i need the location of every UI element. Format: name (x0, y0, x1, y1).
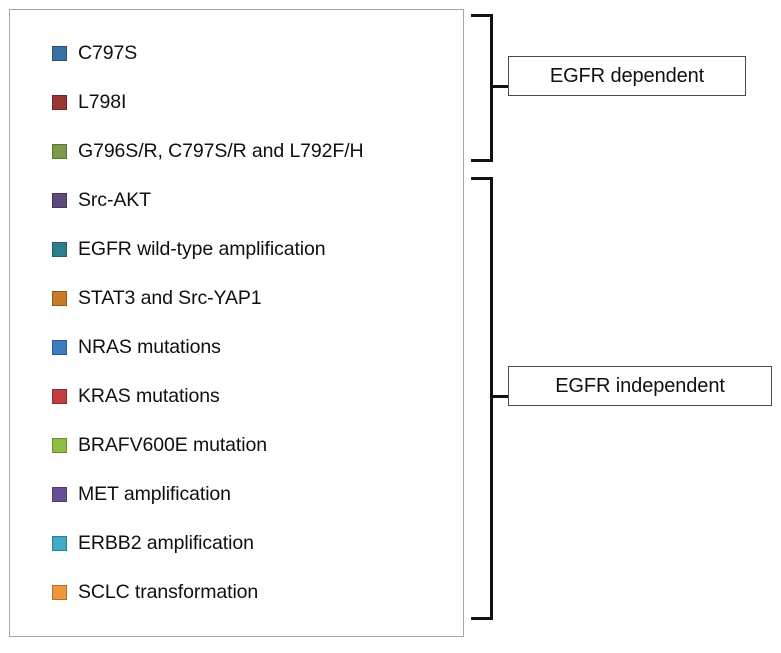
legend-item-label: L798I (78, 91, 127, 113)
legend-swatch-icon (52, 486, 67, 502)
legend-item-c797s: C797S (52, 41, 137, 65)
bracket-egfr-dependent-icon (471, 14, 493, 162)
legend-swatch-icon (52, 241, 67, 257)
legend-panel: C797S L798I G796S/R, C797S/R and L792F/H… (9, 9, 464, 637)
legend-item-erbb2-amplification: ERBB2 amplification (52, 531, 254, 555)
legend-item-sclc-transformation: SCLC transformation (52, 580, 258, 604)
legend-item-label: ERBB2 amplification (78, 532, 254, 554)
legend-item-label: SCLC transformation (78, 581, 259, 603)
legend-item-egfr-wild-type-amplification: EGFR wild-type amplification (52, 237, 326, 261)
legend-item-kras-mutations: KRAS mutations (52, 384, 220, 408)
legend-item-label: NRAS mutations (78, 336, 221, 358)
legend-swatch-icon (52, 535, 67, 551)
legend-swatch-icon (52, 339, 67, 355)
legend-item-label: EGFR wild-type amplification (78, 238, 326, 260)
legend-item-src-akt: Src-AKT (52, 188, 151, 212)
group-box-egfr-independent: EGFR independent (508, 366, 772, 406)
legend-swatch-icon (52, 437, 67, 453)
bracket-stem-egfr-independent-icon (491, 395, 510, 399)
legend-item-label: Src-AKT (78, 189, 151, 211)
legend-item-label: G796S/R, C797S/R and L792F/H (78, 140, 364, 162)
group-box-egfr-dependent: EGFR dependent (508, 56, 746, 96)
legend-item-met-amplification: MET amplification (52, 482, 231, 506)
legend-item-label: C797S (78, 42, 138, 64)
legend-swatch-icon (52, 584, 67, 600)
legend-swatch-icon (52, 45, 67, 61)
legend-item-label: BRAFV600E mutation (78, 434, 267, 456)
legend-swatch-icon (52, 192, 67, 208)
legend-item-g796sr-c797sr-l792fh: G796S/R, C797S/R and L792F/H (52, 139, 364, 163)
legend-swatch-icon (52, 388, 67, 404)
legend-item-l798i: L798I (52, 90, 126, 114)
legend-list: C797S L798I G796S/R, C797S/R and L792F/H… (10, 10, 463, 636)
legend-swatch-icon (52, 290, 67, 306)
legend-swatch-icon (52, 94, 67, 110)
bracket-egfr-independent-icon (471, 177, 493, 620)
legend-item-label: MET amplification (78, 483, 231, 505)
legend-item-brafv600e-mutation: BRAFV600E mutation (52, 433, 267, 457)
legend-item-nras-mutations: NRAS mutations (52, 335, 221, 359)
group-box-label: EGFR independent (555, 374, 725, 397)
bracket-stem-egfr-dependent-icon (491, 85, 510, 89)
legend-item-label: STAT3 and Src-YAP1 (78, 287, 262, 309)
legend-item-stat3-src-yap1: STAT3 and Src-YAP1 (52, 286, 262, 310)
legend-swatch-icon (52, 143, 67, 159)
legend-item-label: KRAS mutations (78, 385, 220, 407)
group-box-label: EGFR dependent (549, 64, 705, 87)
